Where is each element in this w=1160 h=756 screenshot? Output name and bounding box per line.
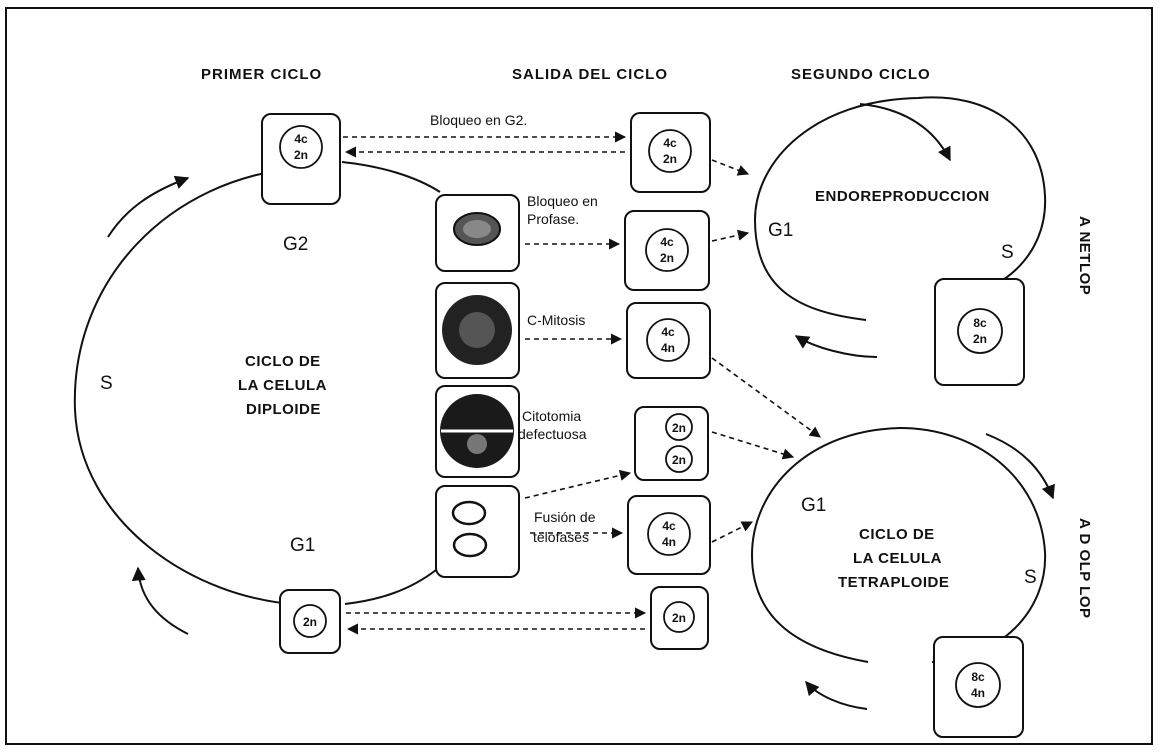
endo-arrow-top	[860, 104, 950, 160]
exit-cell-profase: 4c 2n	[625, 211, 709, 290]
endo-arrow-bottom	[796, 336, 877, 357]
phase-g1-label: G1	[290, 535, 315, 556]
diploid-title-line-2: LA CELULA	[238, 377, 327, 394]
g2-cell-dna: 4c	[294, 132, 308, 146]
endo-cell-dna: 8c	[973, 316, 987, 330]
dashed-arrows	[343, 137, 820, 629]
c-mitosis-panel	[436, 283, 519, 378]
phase-g2-label: G2	[283, 234, 308, 255]
phase-s-label: S	[100, 373, 113, 394]
label-citotomia-1: Citotomia	[522, 408, 581, 424]
label-c-mitosis: C-Mitosis	[527, 312, 585, 328]
label-bloqueo-profase-1: Bloqueo en	[527, 193, 598, 209]
tetra-title-line-2: LA CELULA	[853, 550, 942, 567]
exit-cell-cmitosis-dna: 4c	[661, 325, 675, 339]
label-fusion-1: Fusión de	[534, 509, 596, 525]
endo-g1-label: G1	[768, 220, 793, 241]
tetra-cell-box: 8c 4n	[934, 637, 1023, 737]
prophase-panel	[436, 195, 519, 271]
telophase-fusion-panel	[436, 486, 519, 577]
exit-cell-citotomia-upper: 2n	[672, 421, 686, 435]
exit-cell-fusion-dna: 4c	[662, 519, 676, 533]
endo-s-label: S	[1001, 242, 1014, 263]
g1-cell-ploidy: 2n	[303, 615, 317, 629]
tetra-cell-ploidy: 4n	[971, 686, 985, 700]
tetra-s-label: S	[1024, 567, 1037, 588]
cycle-arrow-top-left	[108, 178, 188, 237]
exit-cell-cmitosis-ploidy: 4n	[661, 341, 675, 355]
cytotomy-panel	[436, 386, 519, 477]
endo-title: ENDOREPRODUCCION	[815, 188, 990, 205]
header-primer-ciclo: PRIMER CICLO	[201, 66, 322, 83]
tetra-arrow-right	[986, 434, 1053, 498]
label-bloqueo-profase-2: Profase.	[527, 211, 579, 227]
label-citotomia-2: defectuosa	[518, 426, 587, 442]
diploid-cycle-arc-top	[342, 162, 440, 192]
exit-cell-profase-ploidy: 2n	[660, 251, 674, 265]
exit-cell-g2: 4c 2n	[631, 113, 710, 192]
header-salida-del-ciclo: SALIDA DEL CICLO	[512, 66, 668, 83]
exit-cell-profase-dna: 4c	[660, 235, 674, 249]
exit-cell-g1-ploidy: 2n	[672, 611, 686, 625]
diploid-title: CICLO DE LA CELULA DIPLOIDE	[238, 353, 327, 418]
tetra-g1-label: G1	[801, 495, 826, 516]
endo-cell-box: 8c 2n	[935, 279, 1024, 385]
exit-cell-citotomia: 2n 2n	[635, 407, 708, 480]
g1-cell-box: 2n	[280, 590, 340, 653]
cycle-arrow-bottom-left	[138, 568, 188, 634]
tetra-cycle-circle	[752, 428, 1045, 662]
label-bloqueo-g2: Bloqueo en G2.	[430, 112, 527, 128]
exit-cell-fusion: 4c 4n	[628, 496, 710, 574]
exit-cell-g2-dna: 4c	[663, 136, 677, 150]
exit-cell-citotomia-lower: 2n	[672, 453, 686, 467]
g2-cell-ploidy: 2n	[294, 148, 308, 162]
tetra-cell-dna: 8c	[971, 670, 985, 684]
diploid-title-line-1: CICLO DE	[245, 353, 321, 370]
diploid-title-line-3: DIPLOIDE	[246, 401, 321, 418]
exit-cell-fusion-ploidy: 4n	[662, 535, 676, 549]
tetra-title: CICLO DE LA CELULA TETRAPLOIDE	[838, 526, 949, 591]
tetra-title-line-1: CICLO DE	[859, 526, 935, 543]
tetra-title-line-3: TETRAPLOIDE	[838, 574, 949, 591]
tetra-side-label: A D OLP LOP	[1076, 518, 1093, 619]
diploid-cycle-arc-bottom	[345, 570, 436, 604]
tetra-arrow-bottom	[806, 682, 867, 709]
label-fusion-2: telofases	[533, 529, 589, 545]
exit-cell-g1: 2n	[651, 587, 708, 649]
endo-cell-ploidy: 2n	[973, 332, 987, 346]
exit-cell-cmitosis: 4c 4n	[627, 303, 710, 378]
g2-cell-box: 4c 2n	[262, 114, 340, 204]
exit-cell-g2-ploidy: 2n	[663, 152, 677, 166]
header-segundo-ciclo: SEGUNDO CICLO	[791, 66, 931, 83]
endo-side-label: A NETLOP	[1076, 216, 1093, 295]
